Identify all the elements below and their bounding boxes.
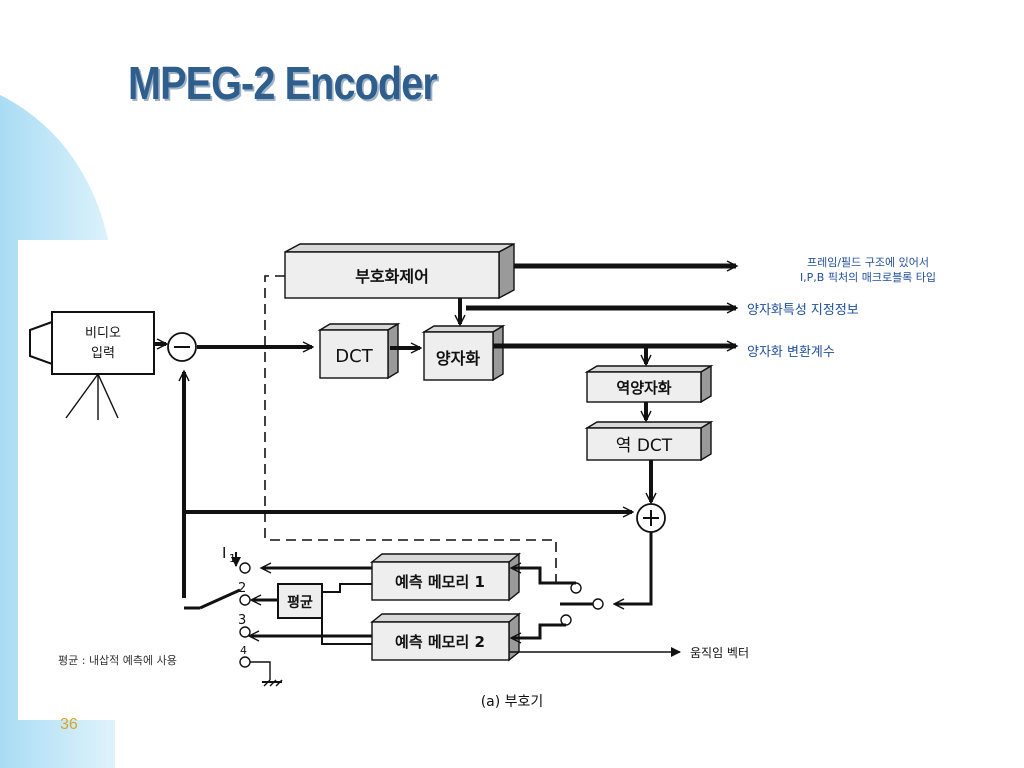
selector-switch-lever <box>199 588 241 610</box>
output-frame-field-line2: I,P,B 픽처의 매크로블록 타입 <box>800 271 936 284</box>
diagram-panel <box>18 240 1024 720</box>
inverse-dct-label: 역 DCT <box>616 436 673 456</box>
output-quant-coeff: 양자화 변환계수 <box>747 345 835 360</box>
output-quant-info: 양자화특성 지정정보 <box>747 303 859 318</box>
average-note: 평균 : 내삽적 예측에 사용 <box>58 654 177 667</box>
memory1-to-average <box>322 583 372 593</box>
quantizer-block <box>421 324 506 382</box>
predict-memory-1-block <box>370 552 521 602</box>
predict-memory-2-block <box>370 612 521 662</box>
switch-contact-4 <box>239 656 251 668</box>
page-number: 36 <box>60 716 78 733</box>
diagram-caption: (a) 부호기 <box>481 694 544 710</box>
slide-title: MPEG-2 Encoder <box>128 57 438 109</box>
switch-label-subscript: 1 <box>229 552 236 565</box>
switch-contact-1 <box>239 562 251 574</box>
inverse-dct-block <box>584 420 714 462</box>
memory-switch-pivot <box>592 598 604 610</box>
switch-contact-2 <box>239 594 251 606</box>
coding-control-label: 부호화제어 <box>355 267 429 286</box>
dct-block <box>317 322 401 380</box>
adder-to-memory-path <box>615 532 653 604</box>
inverse-quantizer-block <box>584 364 714 404</box>
quantizer-label: 양자화 <box>436 349 480 368</box>
ground-symbol <box>250 661 283 687</box>
path-to-memory-1 <box>512 568 576 585</box>
video-input-label-1: 비디오 <box>85 326 121 341</box>
switch-position-3: 3 <box>238 613 246 628</box>
path-to-memory-2 <box>512 623 566 638</box>
dashed-control-line <box>264 275 285 540</box>
average-label: 평균 <box>287 594 313 611</box>
switch-position-2: 2 <box>238 581 246 596</box>
memory2-to-average <box>321 618 372 645</box>
output-frame-field-line1: 프레임/필드 구조에 있어서 <box>807 256 929 269</box>
output-motion-vector: 움직임 벡터 <box>690 646 749 660</box>
predict-memory-1-label: 예측 메모리 1 <box>395 573 485 591</box>
dct-label: DCT <box>335 346 373 367</box>
switch-position-4: 4 <box>240 644 247 657</box>
inverse-quantizer-label: 역양자화 <box>616 379 671 397</box>
camera-icon <box>29 311 155 420</box>
coding-control-block <box>284 242 515 300</box>
video-input-label-2: 입력 <box>91 346 115 361</box>
predict-memory-2-label: 예측 메모리 2 <box>395 633 485 651</box>
switch-label: I <box>222 544 226 562</box>
switch-contact-3 <box>239 626 251 638</box>
